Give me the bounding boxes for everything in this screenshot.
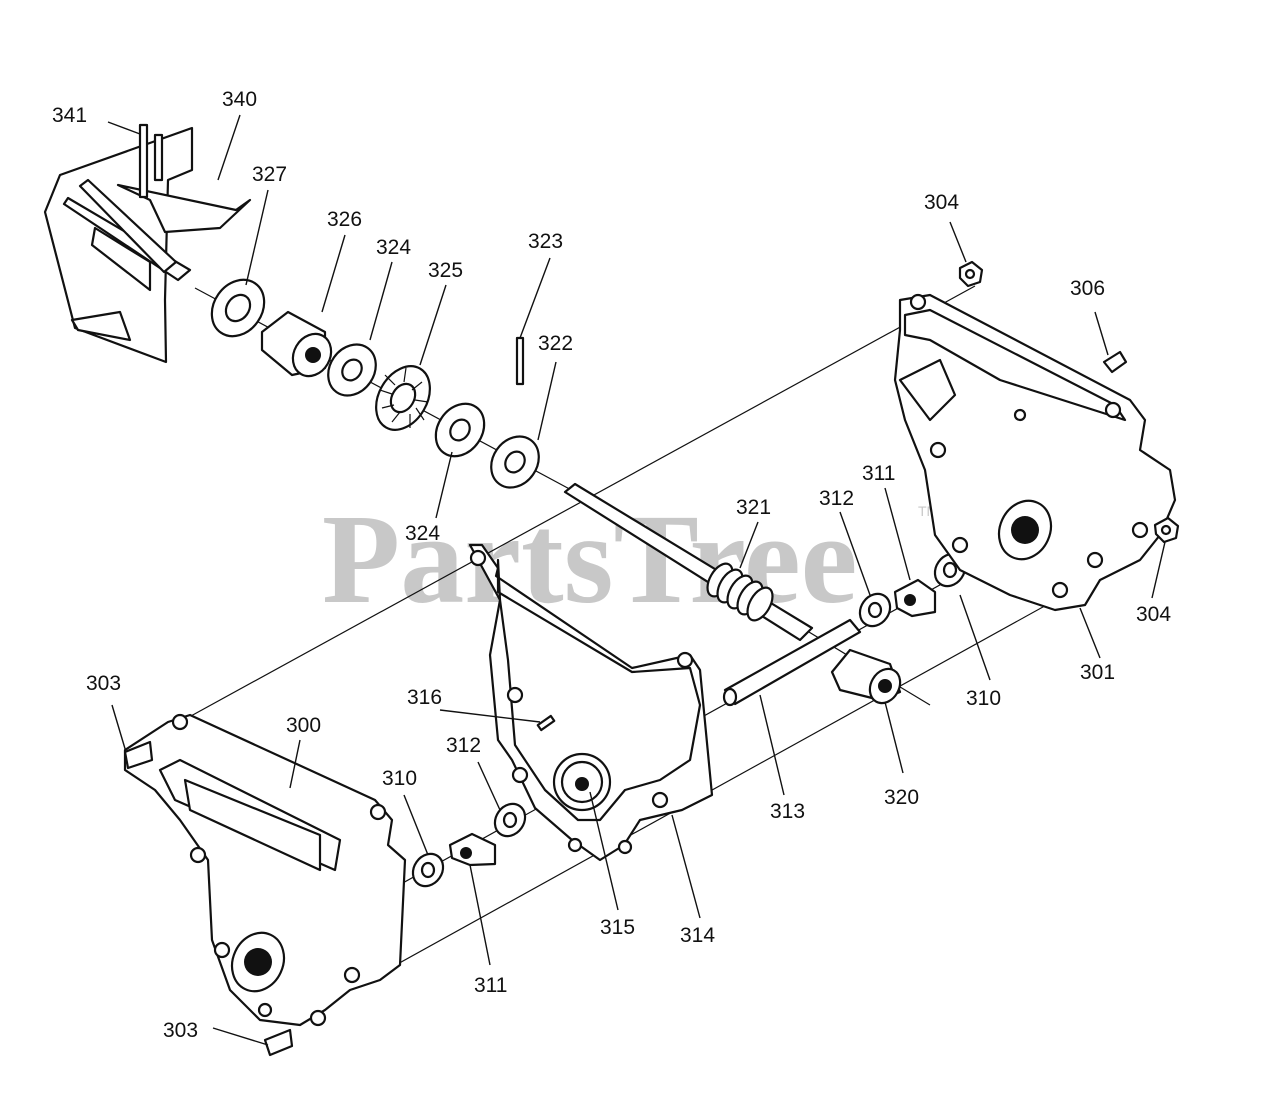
label-327: 327 — [252, 163, 287, 186]
shaft-313 — [722, 618, 862, 707]
washer-327 — [210, 278, 266, 338]
label-300: 300 — [286, 714, 321, 737]
label-304-right: 304 — [1136, 603, 1171, 626]
plate-314 — [468, 543, 714, 862]
worm-shaft-321 — [563, 482, 814, 642]
label-311-upper: 311 — [862, 462, 895, 485]
label-306: 306 — [1070, 277, 1105, 300]
label-312-upper: 312 — [819, 487, 854, 510]
label-324-upper: 324 — [376, 236, 411, 259]
label-315: 315 — [600, 916, 635, 939]
label-341: 341 — [52, 104, 87, 127]
small-parts-lower — [411, 802, 527, 888]
label-303-top: 303 — [86, 672, 121, 695]
label-325: 325 — [428, 259, 463, 282]
bearing-320 — [830, 648, 902, 705]
label-310-upper: 310 — [966, 687, 1001, 710]
housing-300 — [123, 713, 407, 1057]
collar-322 — [490, 336, 540, 489]
label-314: 314 — [680, 924, 715, 947]
washer-324-upper — [327, 343, 377, 397]
label-311-lower: 311 — [474, 974, 507, 997]
housing-301 — [893, 293, 1177, 612]
bushing-326 — [260, 310, 333, 378]
label-313: 313 — [770, 800, 805, 823]
label-323: 323 — [528, 230, 563, 253]
label-303-bottom: 303 — [163, 1019, 198, 1042]
label-324-lower: 324 — [405, 522, 440, 545]
label-316: 316 — [407, 686, 442, 709]
label-312-lower: 312 — [446, 734, 481, 757]
nuts-and-fitting — [958, 260, 1180, 544]
leader-lines — [107, 114, 1166, 1046]
needle-bearing-325 — [375, 365, 431, 431]
label-301: 301 — [1080, 661, 1115, 684]
small-parts-upper — [858, 552, 967, 628]
label-304-top: 304 — [924, 191, 959, 214]
label-310-lower: 310 — [382, 767, 417, 790]
chute-bracket-part — [43, 123, 252, 364]
label-321: 321 — [736, 496, 771, 519]
label-322: 322 — [538, 332, 573, 355]
gear-315 — [536, 714, 612, 812]
label-340: 340 — [222, 88, 257, 111]
label-326: 326 — [327, 208, 362, 231]
washer-324-lower — [434, 402, 486, 458]
part-labels: 341 340 327 326 324 325 323 322 324 304 … — [52, 88, 1171, 1042]
label-320: 320 — [884, 786, 919, 809]
